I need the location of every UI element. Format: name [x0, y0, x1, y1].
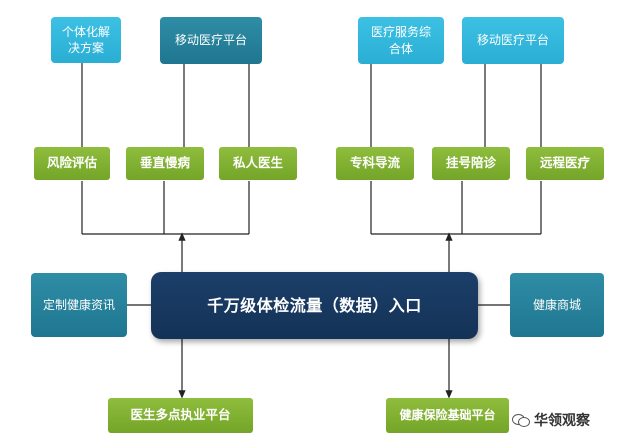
personal-solution-box: 个体化解决方案	[51, 17, 121, 63]
watermark-label: 华领观察	[534, 413, 590, 429]
health-mall-label: 健康商城	[532, 297, 581, 312]
personal-solution-label: 个体化解决方案	[61, 24, 110, 55]
mobile-medical-platform-left-box: 移动医疗平台	[160, 17, 262, 64]
custom-health-info-label: 定制健康资讯	[42, 297, 115, 312]
health-mall-box: 健康商城	[510, 273, 604, 337]
mobile-medical-platform-left-label: 移动医疗平台	[174, 33, 247, 48]
private-doctor-label: 私人医生	[232, 155, 283, 171]
specialist-referral-box: 专科导流	[336, 147, 414, 180]
main-entry-label: 千万级体检流量（数据）入口	[207, 295, 422, 315]
mobile-medical-platform-right-box: 移动医疗平台	[462, 17, 564, 64]
health-insurance-platform-box: 健康保险基础平台	[386, 398, 509, 433]
custom-health-info-box: 定制健康资讯	[31, 273, 127, 337]
telemedicine-box: 远程医疗	[526, 147, 604, 180]
telemedicine-label: 远程医疗	[539, 155, 590, 171]
main-entry-box: 千万级体检流量（数据）入口	[151, 272, 478, 339]
mobile-medical-platform-right-label: 移动医疗平台	[476, 33, 549, 48]
health-insurance-platform-label: 健康保险基础平台	[399, 408, 496, 423]
risk-assessment-label: 风险评估	[46, 155, 97, 171]
risk-assessment-box: 风险评估	[34, 147, 110, 180]
watermark: 华领观察	[512, 410, 590, 430]
private-doctor-box: 私人医生	[219, 147, 297, 180]
chronic-disease-box: 垂直慢病	[126, 147, 204, 180]
wechat-icon	[512, 413, 530, 427]
medical-complex-box: 医疗服务综合体	[358, 17, 444, 64]
doctor-multi-practice-box: 医生多点执业平台	[108, 398, 253, 433]
chronic-disease-label: 垂直慢病	[139, 155, 190, 171]
specialist-referral-label: 专科导流	[349, 155, 400, 171]
medical-complex-label: 医疗服务综合体	[370, 25, 431, 56]
registration-escort-box: 挂号陪诊	[432, 147, 510, 180]
doctor-multi-practice-label: 医生多点执业平台	[130, 407, 231, 423]
registration-escort-label: 挂号陪诊	[445, 155, 496, 171]
